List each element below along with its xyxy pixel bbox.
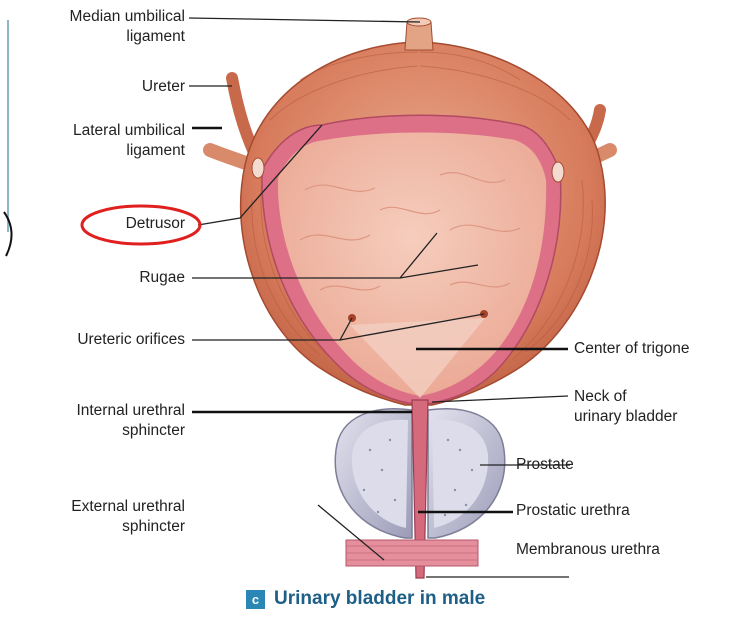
label-median-umbilical: Median umbilical ligament (70, 7, 185, 47)
label-external-urethral-sphincter: External urethral sphincter (71, 497, 185, 537)
label-ureteric-orifices: Ureteric orifices (77, 330, 185, 350)
caption-title: Urinary bladder in male (274, 588, 485, 610)
label-center-of-trigone: Center of trigone (574, 339, 689, 359)
label-detrusor: Detrusor (126, 214, 185, 234)
label-neck-of-urinary-bladder: Neck of urinary bladder (574, 387, 677, 427)
label-lateral-umbilical: Lateral umbilical ligament (73, 121, 185, 161)
caption-badge: c (246, 590, 265, 609)
figure-caption: c Urinary bladder in male (246, 585, 485, 613)
label-prostate: Prostate (516, 455, 574, 475)
label-membranous-urethra: Membranous urethra (516, 540, 660, 560)
partial-bracket (4, 212, 12, 256)
label-prostatic-urethra: Prostatic urethra (516, 501, 630, 521)
label-rugae: Rugae (139, 268, 185, 288)
label-ureter: Ureter (142, 77, 185, 97)
label-internal-urethral-sphincter: Internal urethral sphincter (76, 401, 185, 441)
